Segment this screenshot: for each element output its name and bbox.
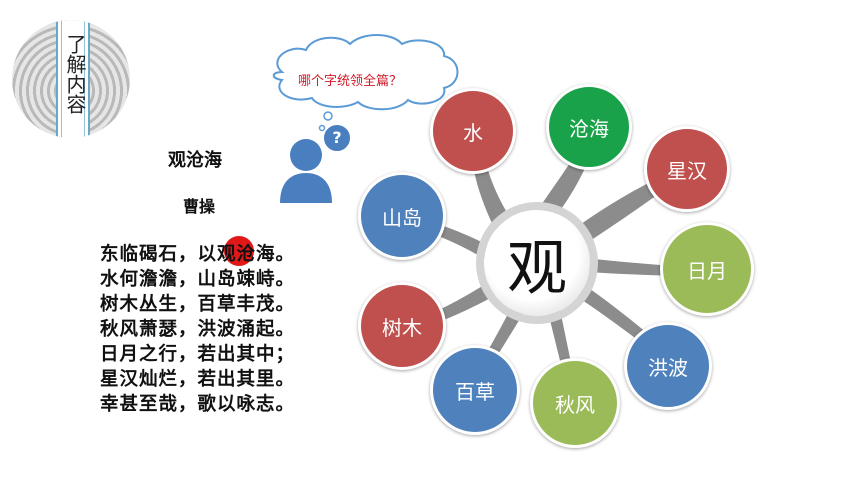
node-shandao: 山岛 (358, 172, 446, 260)
node-xinghan: 星汉 (644, 126, 730, 212)
highlight-dot (224, 236, 254, 266)
node-canghai: 沧海 (546, 84, 632, 170)
poem-line1-part1: 东临碣石，以 (100, 244, 218, 265)
poem-line: 树木丛生，百草丰茂。 (100, 294, 296, 315)
poem-line: 幸甚至哉，歌以咏志。 (100, 394, 296, 415)
node-baicao: 百草 (430, 345, 520, 435)
cloud-shape (272, 34, 459, 111)
poem-line: 秋风萧瑟，洪波涌起。 (100, 319, 296, 340)
poem-line: 东临碣石，以观沧海。 (100, 242, 295, 267)
poem-author: 曹操 (183, 197, 216, 216)
badge-text: 了解内容 (63, 34, 87, 114)
question-bubble-icon: ? (322, 123, 352, 153)
poem-line1-part2: 沧海。 (236, 244, 296, 265)
node-shumu: 树木 (358, 282, 446, 370)
poem-body: 东临碣石，以观沧海。 水何澹澹，山岛竦峙。 树木丛生，百草丰茂。 秋风萧瑟，洪波… (100, 242, 295, 417)
question-text: 哪个字统领全篇？ (298, 74, 403, 89)
poem-title: 观沧海 (168, 150, 222, 171)
cloud-tail-1 (323, 111, 333, 121)
badge-ribbon (56, 20, 90, 138)
node-riyue: 日月 (660, 222, 754, 316)
person-icon (280, 139, 332, 203)
node-hongbo: 洪波 (624, 322, 712, 410)
highlighted-char: 观 (217, 244, 237, 265)
section-badge: 了解内容 (12, 20, 130, 138)
poem-line: 水何澹澹，山岛竦峙。 (100, 269, 296, 290)
mindmap-center: 观 (484, 210, 590, 316)
poem-line: 日月之行，若出其中； (100, 344, 296, 365)
node-shui: 水 (430, 88, 516, 174)
poem-line: 星汉灿烂，若出其里。 (100, 369, 296, 390)
node-qiufeng: 秋风 (530, 358, 620, 448)
